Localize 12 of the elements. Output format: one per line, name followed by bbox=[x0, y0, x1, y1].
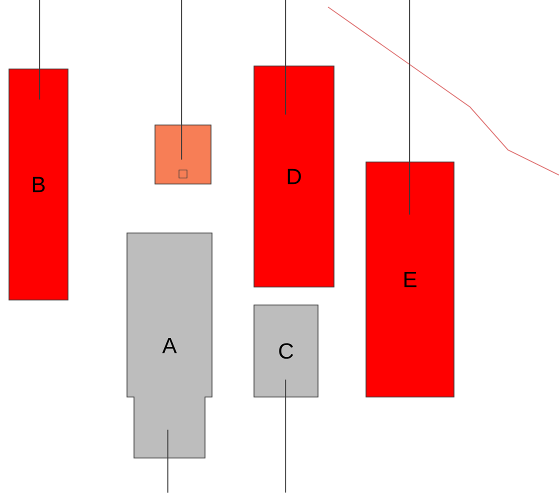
small-block bbox=[154, 124, 212, 184]
bar-block: B bbox=[8, 68, 68, 300]
bar-block: D bbox=[254, 66, 334, 288]
bar-block: E bbox=[366, 162, 454, 398]
block: C bbox=[254, 304, 318, 398]
leader-line bbox=[285, 379, 286, 493]
leader-line bbox=[409, 0, 410, 216]
leader-line bbox=[39, 0, 40, 100]
leader-line bbox=[285, 0, 286, 116]
leader-line bbox=[167, 429, 168, 493]
leader-line bbox=[181, 0, 182, 160]
stepped-block: A bbox=[126, 232, 212, 458]
